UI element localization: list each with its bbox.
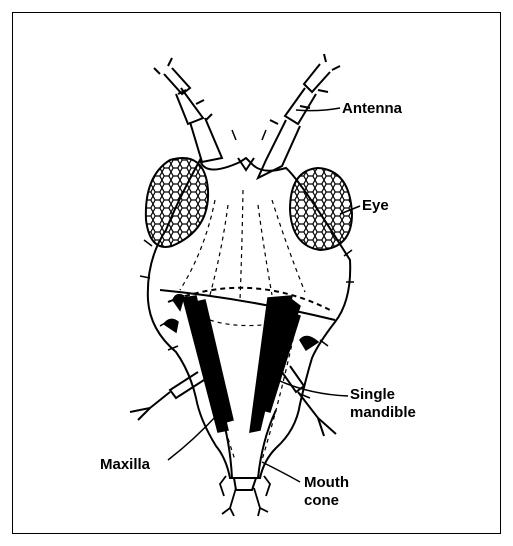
label-eye: Eye xyxy=(362,198,389,214)
label-antenna: Antenna xyxy=(342,101,402,117)
right-maxillary-palp xyxy=(282,366,336,436)
mouthpart-stylets xyxy=(164,295,318,432)
label-single-mandible-line2: mandible xyxy=(350,405,416,421)
label-mouth-cone-line2: cone xyxy=(304,493,339,509)
antenna-leader xyxy=(296,108,340,111)
label-maxilla: Maxilla xyxy=(100,457,150,473)
left-compound-eye xyxy=(146,158,208,247)
right-compound-eye xyxy=(290,168,352,250)
left-antenna xyxy=(154,58,222,162)
labial-palps xyxy=(220,476,270,516)
mouth-cone-leader xyxy=(262,462,300,482)
label-single-mandible-line1: Single xyxy=(350,387,395,403)
right-antenna xyxy=(258,54,340,178)
label-mouth-cone-line1: Mouth xyxy=(304,475,349,491)
